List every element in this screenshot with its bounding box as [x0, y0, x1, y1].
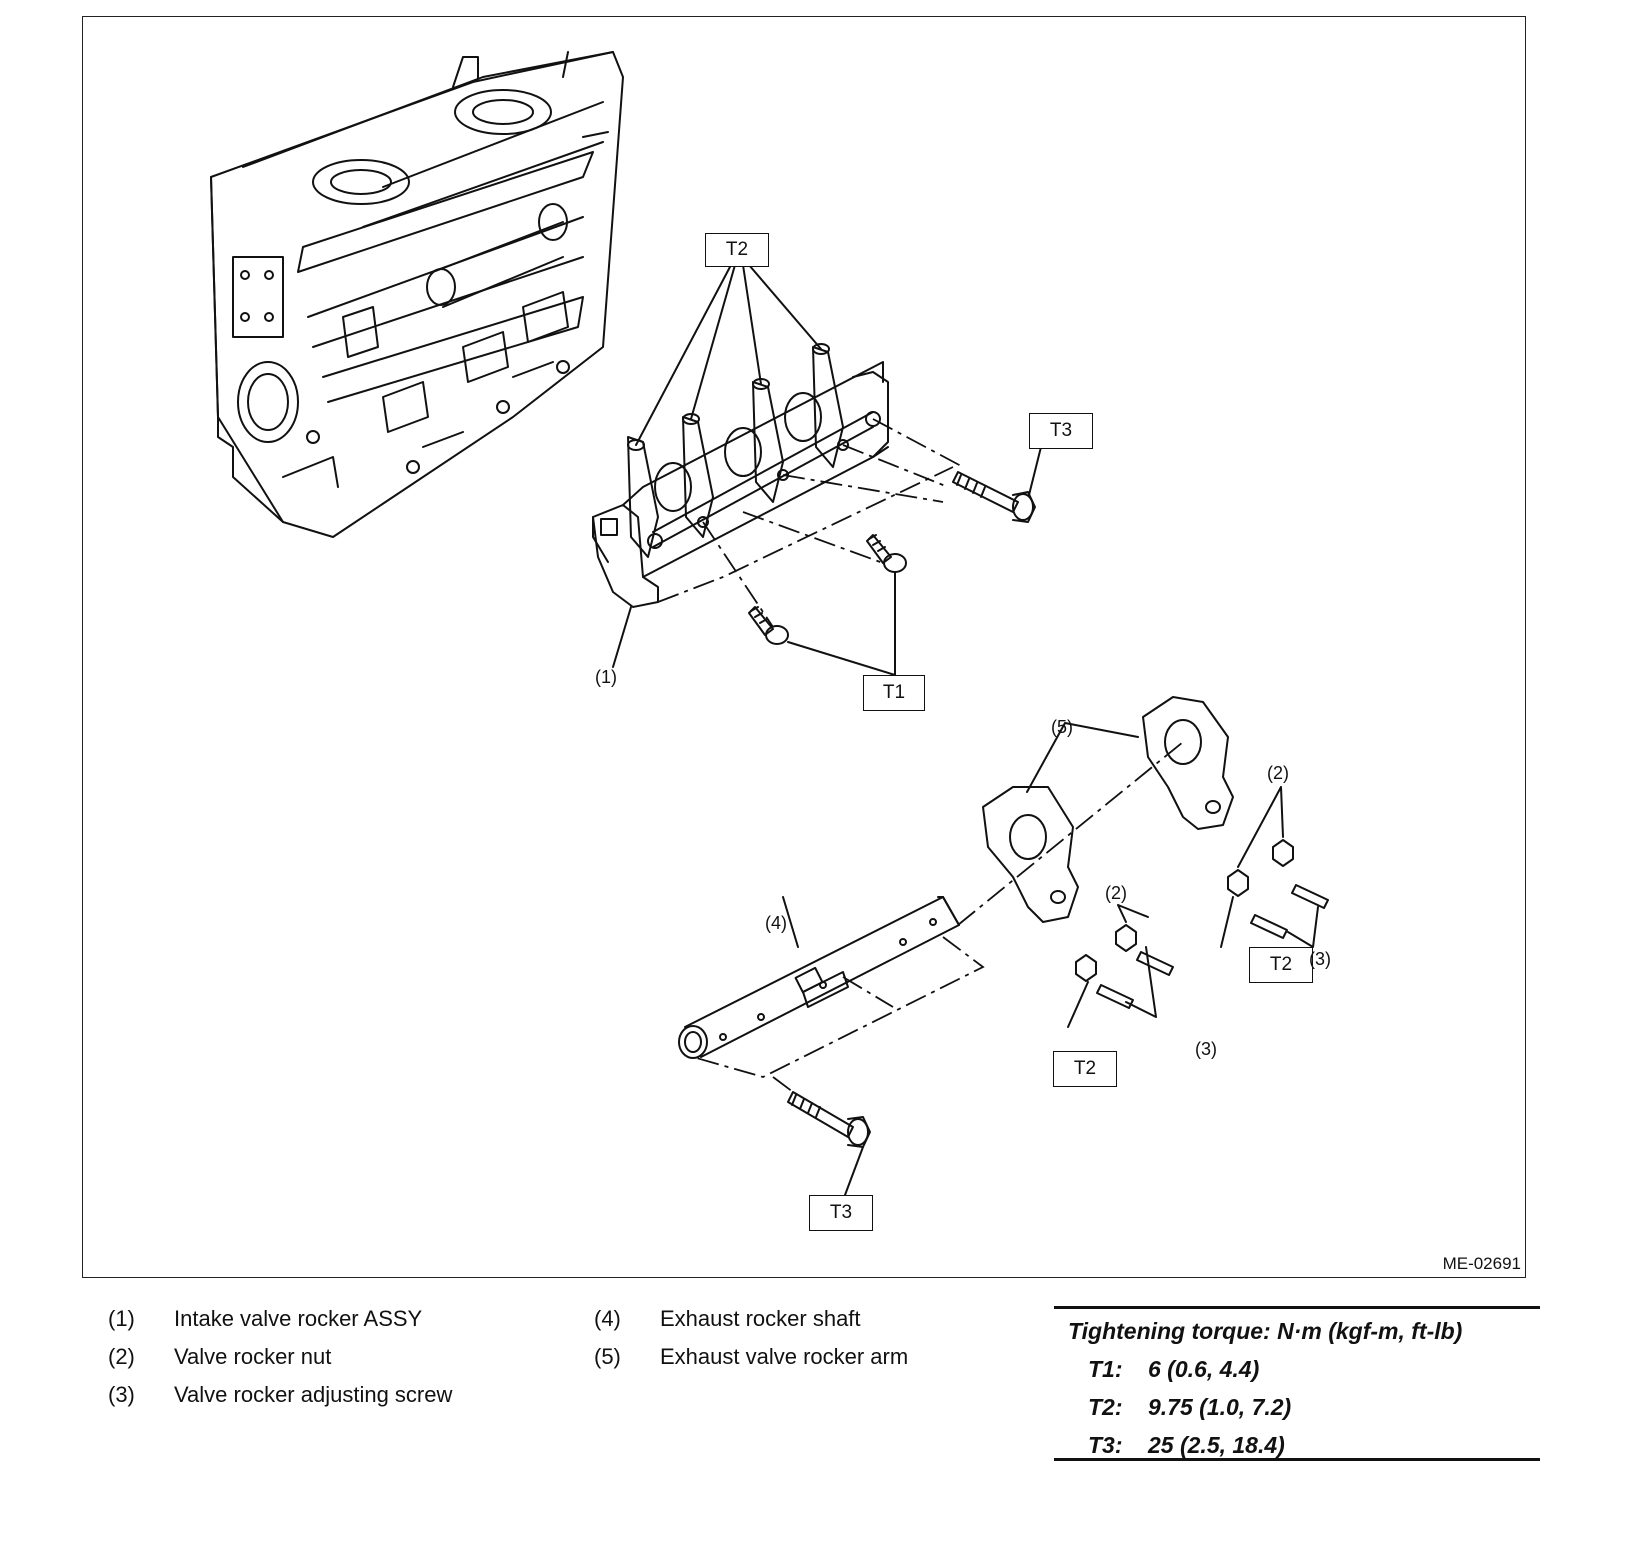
legend-num: (5)	[594, 1344, 621, 1369]
callout-3-lower: (3)	[1195, 1039, 1217, 1059]
center-lines	[657, 418, 1184, 1093]
torque-row-value: 6 (0.6, 4.4)	[1148, 1356, 1260, 1382]
legend-num: (2)	[108, 1344, 135, 1369]
torque-row-t3: T3: 25 (2.5, 18.4)	[1088, 1432, 1285, 1459]
torque-label-t1: T1	[863, 675, 925, 711]
legend-text: Exhaust rocker shaft	[660, 1306, 861, 1331]
torque-row-t1: T1: 6 (0.6, 4.4)	[1088, 1356, 1259, 1383]
torque-row-label: T1:	[1088, 1356, 1123, 1382]
callout-3-right: (3)	[1309, 949, 1331, 969]
line-drawing	[210, 51, 1329, 1196]
figure-id: ME-02691	[1442, 1254, 1521, 1273]
exhaust-rocker-arms-drawing	[982, 696, 1234, 923]
torque-row-value: 25 (2.5, 18.4)	[1148, 1432, 1285, 1458]
callout-4: (4)	[765, 913, 787, 933]
exploded-view-figure: T2 T3 T1 T2 T2 T3 (1) (5) (2) (2) (4) (3…	[82, 16, 1526, 1278]
bolt-lower-drawing	[787, 1091, 871, 1148]
legend-text: Valve rocker nut	[174, 1344, 332, 1369]
callout-1: (1)	[595, 667, 617, 687]
torque-table: Tightening torque: N·m (kgf-m, ft-lb) T1…	[1054, 1306, 1540, 1462]
torque-label-t2-lower: T2	[1053, 1051, 1117, 1087]
torque-bottom-rule	[1054, 1458, 1540, 1461]
callout-5: (5)	[1051, 717, 1073, 737]
intake-rocker-assembly-drawing	[592, 343, 889, 608]
legend-num: (1)	[108, 1306, 135, 1331]
cylinder-head-drawing	[210, 51, 624, 538]
torque-label-t2-right: T2	[1249, 947, 1313, 983]
exhaust-rocker-shaft-drawing	[678, 896, 960, 1059]
torque-title: Tightening torque: N·m (kgf-m, ft-lb)	[1068, 1318, 1463, 1344]
torque-label-t2-upper: T2	[705, 233, 769, 267]
callout-2-lower: (2)	[1105, 883, 1127, 903]
torque-label-t3-upper: T3	[1029, 413, 1093, 449]
torque-row-label: T3:	[1088, 1432, 1123, 1458]
torque-top-rule	[1054, 1306, 1540, 1309]
legend-num: (3)	[108, 1382, 135, 1407]
torque-label-t3-lower: T3	[809, 1195, 873, 1231]
bolt-upper-drawing	[952, 471, 1036, 523]
torque-row-label: T2:	[1088, 1394, 1123, 1420]
nuts-and-screws-drawing	[1075, 839, 1329, 1009]
legend-num: (4)	[594, 1306, 621, 1331]
legend-text: Intake valve rocker ASSY	[174, 1306, 423, 1331]
legend-text: Exhaust valve rocker arm	[660, 1344, 909, 1369]
callout-2-right: (2)	[1267, 763, 1289, 783]
torque-row-value: 9.75 (1.0, 7.2)	[1148, 1394, 1292, 1420]
legend-text: Valve rocker adjusting screw	[174, 1382, 453, 1407]
torque-row-t2: T2: 9.75 (1.0, 7.2)	[1088, 1394, 1291, 1421]
bolts-t1-drawing	[748, 534, 907, 645]
